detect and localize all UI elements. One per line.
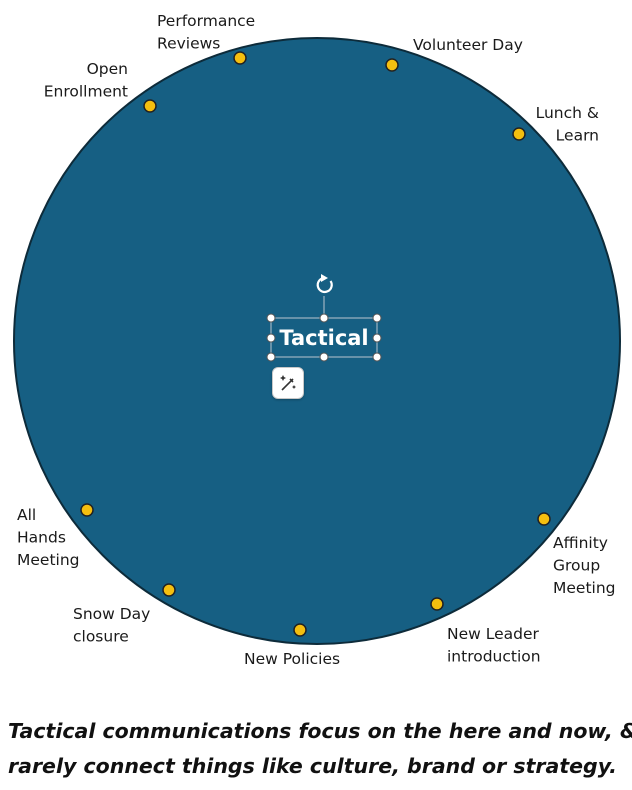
node-label-line: Hands — [17, 529, 66, 547]
node-label-line: New Leader — [447, 625, 540, 643]
node-label-snow-day-closure: Snow Day closure — [73, 605, 150, 646]
node-label-line: Performance — [157, 12, 255, 30]
center-label[interactable]: Tactical — [279, 326, 368, 350]
node-dot-open-enrollment[interactable] — [143, 99, 157, 113]
caption-line-1: Tactical communications focus on the her… — [8, 719, 632, 743]
node-dot-performance-reviews[interactable] — [233, 51, 247, 65]
node-label-line: Learn — [556, 127, 599, 145]
node-label-line: Meeting — [553, 579, 616, 597]
main-circle[interactable] — [13, 37, 621, 645]
node-dot-new-leader-introduction[interactable] — [430, 597, 444, 611]
node-label-line: Group — [553, 557, 600, 575]
node-label-lunch-and-learn: Lunch & Learn — [536, 104, 599, 145]
node-dot-new-policies[interactable] — [293, 623, 307, 637]
resize-handle-top-right[interactable] — [372, 313, 382, 323]
node-dot-snow-day-closure[interactable] — [162, 583, 176, 597]
node-label-new-leader-introduction: New Leader introduction — [447, 625, 541, 666]
node-label-line: Snow Day — [73, 605, 150, 623]
node-label-line: Meeting — [17, 551, 80, 569]
magic-wand-icon — [280, 375, 296, 391]
caption: Tactical communications focus on the her… — [8, 714, 632, 784]
resize-handle-right[interactable] — [372, 333, 382, 343]
node-label-line: closure — [73, 628, 129, 646]
node-dot-volunteer-day[interactable] — [385, 58, 399, 72]
node-label-line: All — [17, 506, 36, 524]
resize-handle-bottom[interactable] — [319, 352, 329, 362]
node-label-new-policies: New Policies — [244, 650, 340, 668]
node-label-line: Volunteer Day — [413, 36, 523, 54]
resize-handle-bottom-left[interactable] — [266, 352, 276, 362]
node-label-line: introduction — [447, 648, 541, 666]
resize-handle-top[interactable] — [319, 313, 329, 323]
node-dot-affinity-group-meeting[interactable] — [537, 512, 551, 526]
node-label-line: New Policies — [244, 650, 340, 668]
node-label-line: Open — [87, 60, 128, 78]
node-label-line: Reviews — [157, 35, 220, 53]
resize-handle-left[interactable] — [266, 333, 276, 343]
rotate-icon[interactable] — [316, 274, 333, 294]
nodes-layer — [80, 51, 551, 637]
node-dot-lunch-and-learn[interactable] — [512, 127, 526, 141]
node-dot-all-hands-meeting[interactable] — [80, 503, 94, 517]
selection-frame[interactable] — [266, 274, 382, 362]
resize-handle-top-left[interactable] — [266, 313, 276, 323]
resize-handle-bottom-right[interactable] — [372, 352, 382, 362]
caption-line-2: rarely connect things like culture, bran… — [8, 754, 617, 778]
node-label-line: Affinity — [553, 534, 608, 552]
node-label-volunteer-day: Volunteer Day — [413, 36, 523, 54]
magic-wand-button[interactable] — [272, 367, 304, 399]
node-label-line: Enrollment — [44, 83, 128, 101]
node-label-line: Lunch & — [536, 104, 599, 122]
